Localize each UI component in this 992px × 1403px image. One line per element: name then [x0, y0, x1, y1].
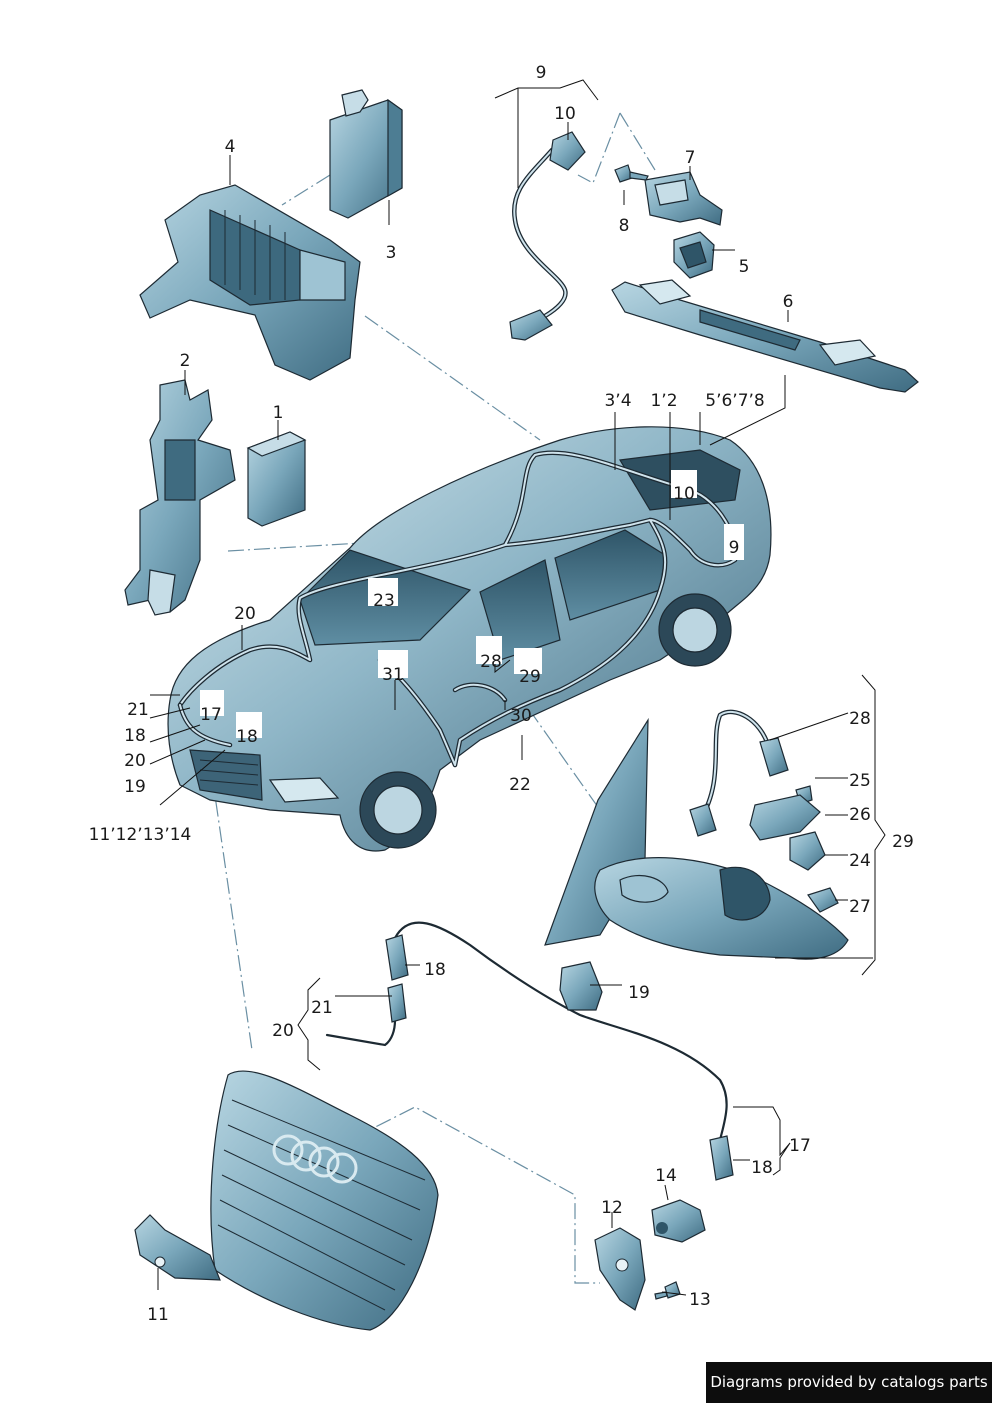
module-part-1 [246, 431, 307, 527]
callout-14: 14 [655, 1166, 677, 1186]
callout-19-car: 19 [124, 777, 146, 797]
bracket-part-12 [594, 1227, 646, 1311]
callout-18-lower: 18 [751, 1158, 773, 1178]
control-unit-part-3 [329, 89, 403, 219]
callout-7: 7 [685, 148, 696, 168]
clip-part-27 [807, 887, 839, 913]
leader-lines [149, 79, 886, 1296]
callout-26: 26 [849, 805, 871, 825]
callout-28-car: 28 [480, 652, 502, 672]
radiator-grille [210, 1070, 439, 1331]
bracket-part-4 [139, 184, 361, 381]
callout-28-mirror: 28 [849, 709, 871, 729]
camera-part-5 [673, 231, 715, 279]
callout-2: 2 [180, 351, 191, 371]
callout-23: 23 [373, 591, 395, 611]
cable-clip-part-19 [559, 961, 603, 1011]
callout-11: 11 [147, 1305, 169, 1325]
car-body [167, 426, 772, 852]
label-boxes [200, 470, 744, 738]
camera-cable-part-17 [385, 921, 734, 1181]
trim-strip-part-6 [611, 279, 919, 393]
callout-20-car-b: 20 [124, 751, 146, 771]
callout-5: 5 [739, 257, 750, 277]
callout-19-clip: 19 [628, 983, 650, 1003]
callout-22: 22 [509, 775, 531, 795]
callout-6: 6 [783, 292, 794, 312]
callout-10-car: 10 [673, 484, 695, 504]
camera-part-14 [651, 1199, 706, 1243]
callout-24: 24 [849, 851, 871, 871]
antenna-cable-part-9 [509, 131, 586, 341]
callout-29-car: 29 [519, 667, 541, 687]
callout-31: 31 [382, 665, 404, 685]
callout-27: 27 [849, 897, 871, 917]
callout-3: 3 [386, 243, 397, 263]
callout-10-top: 10 [554, 104, 576, 124]
callout-18-car-b: 18 [236, 727, 258, 747]
bracket-part-2 [124, 379, 236, 616]
callout-12-lower: 12 [601, 1198, 623, 1218]
callout-29-mirror: 29 [892, 832, 914, 852]
camera-part-24 [789, 831, 826, 871]
callout-18-cable-top: 18 [424, 960, 446, 980]
callout-11-12-13-14: 11ʼ12ʼ13ʼ14 [89, 825, 192, 845]
callout-25: 25 [849, 771, 871, 791]
callout-20-car: 20 [234, 604, 256, 624]
mirror-housing-part-29 [544, 717, 849, 960]
cable-part-20 [325, 983, 407, 1047]
bracket-part-11 [134, 1214, 221, 1281]
camera-bracket-part-7 [644, 171, 723, 226]
callout-18-car-a: 18 [124, 726, 146, 746]
callout-17-lower: 17 [789, 1136, 811, 1156]
callout-3-4: 3ʼ4 [604, 391, 631, 411]
screw-part-13 [654, 1281, 681, 1300]
attribution-footer: Diagrams provided by catalogs parts [706, 1362, 992, 1403]
callout-8: 8 [619, 216, 630, 236]
mirror-cable-part-28 [689, 709, 789, 837]
callout-30: 30 [510, 706, 532, 726]
callout-5-6-7-8: 5ʼ6ʼ7ʼ8 [705, 391, 764, 411]
callout-21-car: 21 [127, 700, 149, 720]
callout-9-top: 9 [536, 63, 547, 83]
callout-21-lower: 21 [311, 998, 333, 1018]
callout-13: 13 [689, 1290, 711, 1310]
callout-1: 1 [273, 403, 284, 423]
callout-9-car: 9 [729, 538, 740, 558]
callouts: 1 2 3 4 5 6 7 8 9 10 3ʼ4 1ʼ2 5ʼ6ʼ7ʼ8 10 … [89, 63, 914, 1325]
callout-20-lower: 20 [272, 1021, 294, 1041]
callout-17-car: 17 [200, 705, 222, 725]
callout-4: 4 [225, 137, 236, 157]
callout-1-2: 1ʼ2 [650, 391, 677, 411]
bracket-part-26 [749, 794, 821, 841]
screw-part-8 [614, 164, 649, 183]
